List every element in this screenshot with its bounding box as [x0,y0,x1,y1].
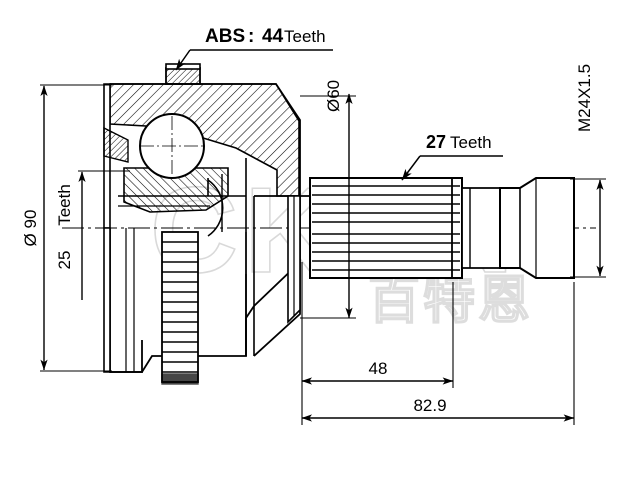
dimension-overall-length: 82.9 [301,282,575,425]
cage-arc-right [207,179,224,237]
dim-text-thread: M24X1.5 [575,64,594,132]
dimension-outer-diameter: Ø 90 [21,84,112,372]
dim-text-ring-count: 25 [55,251,74,270]
boot-cone-section [245,195,301,357]
abs-tone-ring-block [165,67,201,85]
cage-section-left [103,126,129,163]
dimension-thread-spec: M24X1.5 [570,64,606,278]
dimension-bell-diameter: Ø60 [300,80,356,319]
abs-label-colon: : [248,26,254,47]
spline-tooth-lines [312,185,460,271]
annotation-spline-teeth: 27 Teeth [401,132,503,181]
abs-label-prefix: ABS [205,26,245,47]
dimension-ring-teeth: 25 Teeth [55,170,130,300]
abs-label-value: 44 [262,26,284,47]
spline-teeth-unit: Teeth [450,133,492,152]
annotation-abs-teeth: ABS : 44 Teeth [175,26,333,71]
dim-text-48: 48 [369,359,388,378]
dim-text-bell-diameter: Ø60 [324,80,343,112]
dim-text-82-9: 82.9 [413,396,446,415]
inner-race-section [123,167,229,213]
tone-ring-body [161,231,199,383]
spline-teeth-value: 27 [426,132,446,152]
spline-leader-diagonal [401,155,421,181]
housing-section-upper [109,83,300,197]
tone-ring-end-cap [161,373,199,385]
watermark-cjk: 百特恩 [368,271,533,331]
housing-left-wall-lower [103,227,111,373]
abs-tone-ring-teeth [161,231,199,385]
splined-shaft [309,177,501,279]
cv-joint-outer-housing [103,63,313,373]
abs-leader-diagonal [175,49,191,71]
spline-body [309,177,463,279]
threaded-end-section [499,177,575,279]
thread-outline [499,177,575,279]
shaft-plain-section [461,187,501,269]
tone-ring-tooth-lines [162,241,198,373]
dim-text-outer-diameter: Ø 90 [21,210,40,247]
dimension-spline-length: 48 [301,282,454,425]
abs-tone-ring-cap [165,63,201,70]
dim-text-ring-unit: Teeth [55,184,74,226]
cone-lower-edge [245,305,255,356]
abs-label-unit: Teeth [284,27,326,46]
